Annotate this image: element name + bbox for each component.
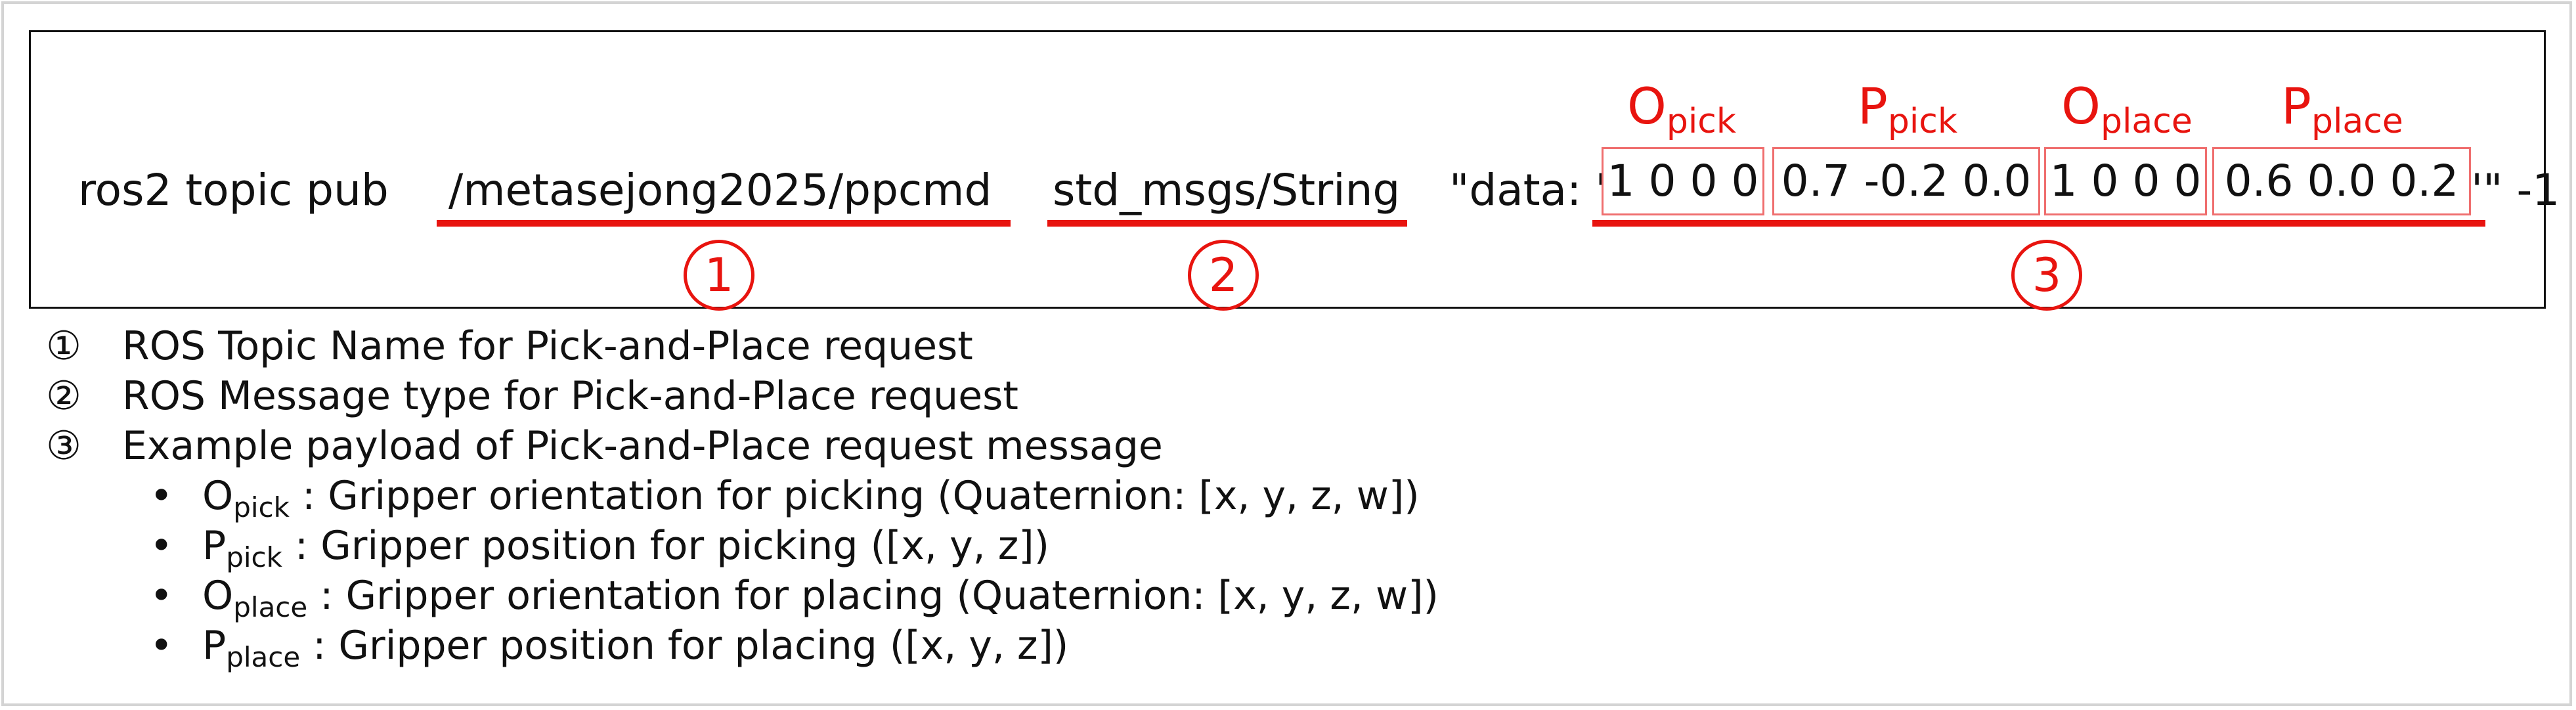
bullet-text: : Gripper orientation for picking (Quate… (289, 473, 1420, 519)
bullet-letter: O (202, 573, 234, 619)
bullet-letter: P (202, 523, 227, 569)
topic-underline (437, 220, 1011, 227)
bullet-subscript: pick (226, 541, 282, 573)
bullet-text: : Gripper position for placing ([x, y, z… (300, 623, 1069, 669)
marker-3: 3 (2011, 240, 2082, 311)
segment-p-pick: 0.7 -0.2 0.0 (1772, 147, 2040, 215)
segment-header-p-place: Pplace (2281, 77, 2403, 141)
bullet-icon: • (150, 523, 173, 569)
segment-o-pick: 1 0 0 0 (1602, 147, 1764, 215)
bullet-text: : Gripper orientation for placing (Quate… (307, 573, 1439, 619)
legend-text: ROS Topic Name for Pick-and-Place reques… (122, 323, 973, 369)
segment-header-o-pick: Opick (1627, 77, 1736, 141)
marker-1: 1 (684, 240, 754, 311)
legend-marker-3: ③ (46, 423, 81, 469)
topic-name: /metasejong2025/ppcmd (448, 165, 992, 215)
legend-marker-1: ① (46, 323, 81, 369)
message-type: std_msgs/String (1053, 165, 1401, 215)
legend-text: Example payload of Pick-and-Place reques… (122, 423, 1163, 469)
segment-header-o-place: Oplace (2061, 77, 2193, 141)
command-box: ros2 topic pub /metasejong2025/ppcmd std… (29, 30, 2560, 311)
bullet-icon: • (150, 573, 173, 619)
bullet-icon: • (150, 623, 173, 669)
segment-header-p-pick: Ppick (1857, 77, 1957, 141)
bullet-letter: O (202, 473, 234, 519)
data-close-quote: '" -1 (2471, 165, 2560, 215)
bullet-subscript: pick (233, 491, 290, 523)
command-prefix: ros2 topic pub (78, 165, 389, 215)
legend-text: ROS Message type for Pick-and-Place requ… (122, 373, 1018, 419)
legend-marker-2: ② (46, 373, 81, 419)
msgtype-underline (1047, 220, 1407, 227)
segment-o-place: 1 0 0 0 (2044, 147, 2207, 215)
bullet-subscript: place (226, 641, 301, 673)
bullet-text: : Gripper position for picking ([x, y, z… (282, 523, 1050, 569)
payload-underline (1592, 220, 2485, 227)
data-open-quote: "data: ' (1449, 165, 1607, 215)
segment-p-place: 0.6 0.0 0.2 (2212, 147, 2471, 215)
marker-2: 2 (1188, 240, 1259, 311)
bullet-subscript: place (233, 591, 308, 623)
bullet-letter: P (202, 623, 227, 669)
bullet-icon: • (150, 473, 173, 519)
